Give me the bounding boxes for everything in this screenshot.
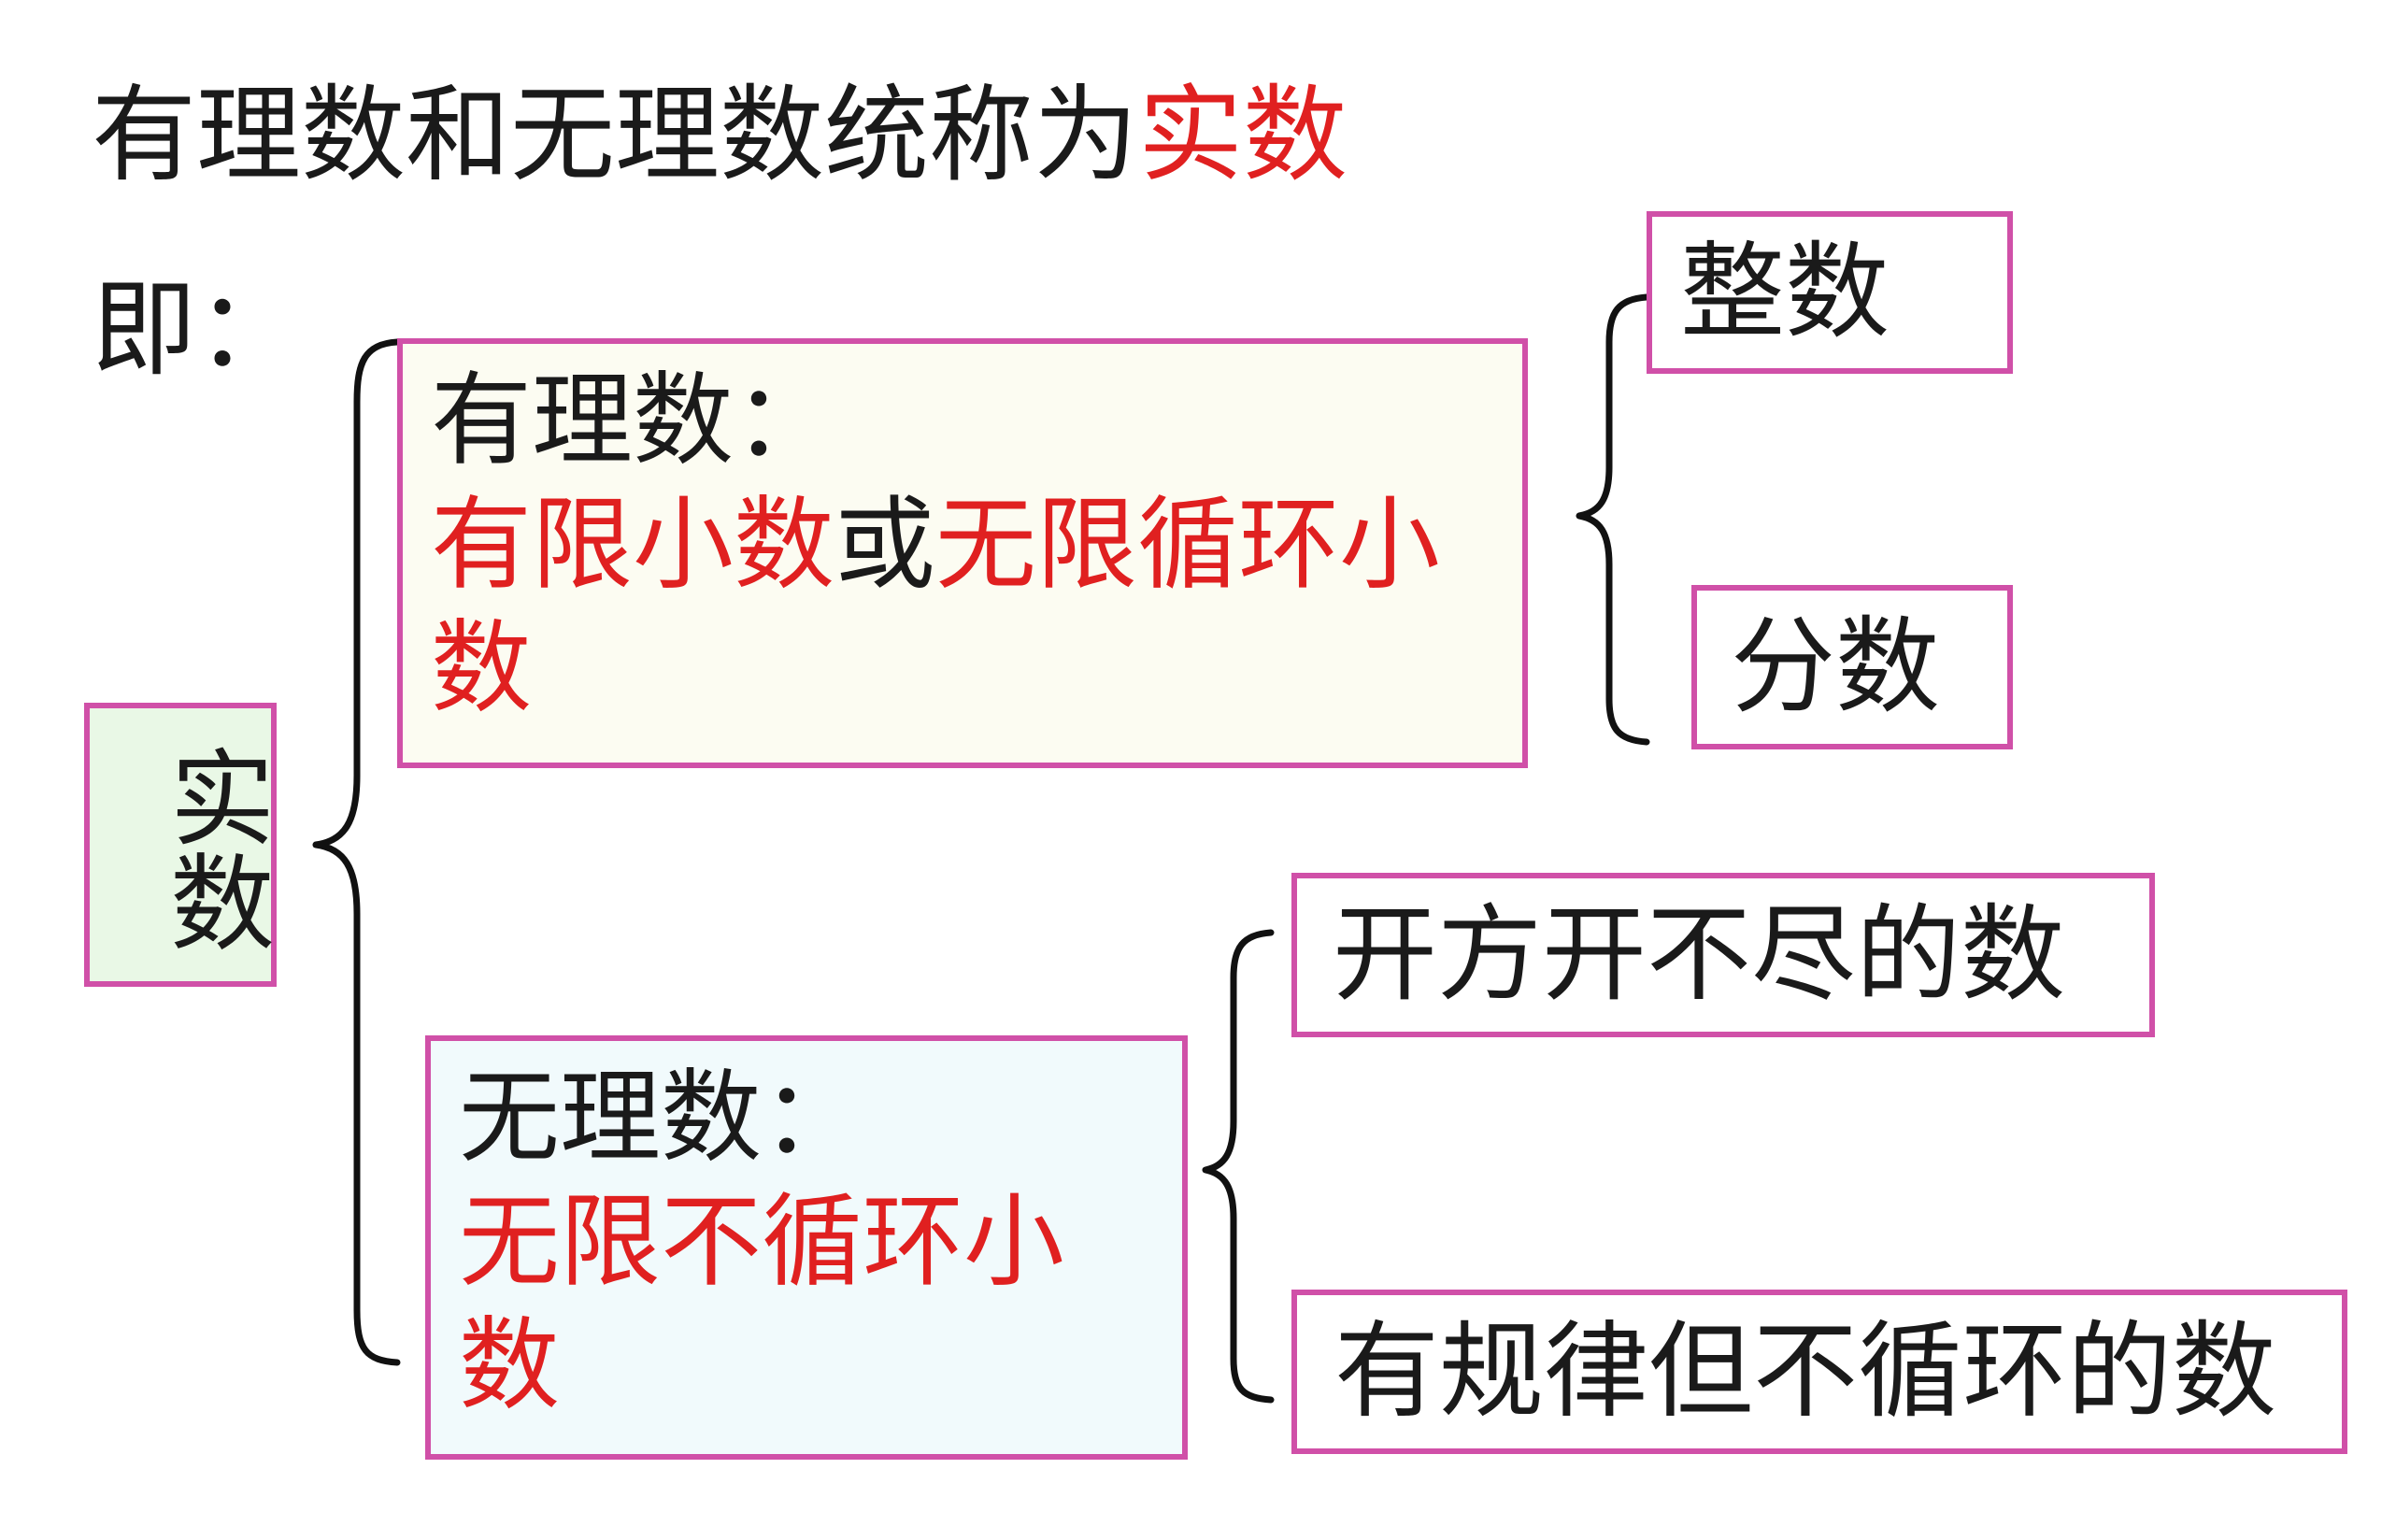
real-number-label: 实数 [152,744,274,953]
non-perfect-root-label: 开方开不尽的数 [1333,894,2065,1016]
non-perfect-root-node: 开方开不尽的数 [1291,873,2155,1037]
rational-description: 有限小数或无限循环小数 [431,484,1496,731]
rational-desc-part2: 无限循环小数 [431,487,1441,727]
title-prefix: 有理数和无理数统称为 [92,75,1138,196]
integer-label: 整数 [1680,232,1890,353]
patterned-nonrepeating-label: 有规律但不循环的数 [1334,1311,2276,1433]
page-title: 有理数和无理数统称为实数 [92,78,1348,193]
irrational-brace [1202,929,1275,1404]
irrational-description: 无限不循环小数 [459,1184,1065,1424]
irrational-number-node: 无理数： 无限不循环小数 [425,1035,1188,1460]
rational-desc-part1: 有限小数 [431,487,835,604]
irrational-heading: 无理数： [459,1060,863,1176]
patterned-nonrepeating-node: 有规律但不循环的数 [1291,1290,2347,1454]
rational-brace [1576,293,1650,746]
main-brace [312,338,401,1366]
rational-number-node: 有理数： 有限小数或无限循环小数 [397,338,1528,768]
intro-label: 即： [92,269,301,391]
fraction-label: 分数 [1731,606,1940,728]
rational-heading: 有理数： [431,363,835,479]
real-number-node: 实数 [84,703,277,987]
integer-node: 整数 [1647,211,2013,374]
title-highlight: 实数 [1138,75,1348,196]
rational-desc-connector: 或 [834,487,936,604]
fraction-node: 分数 [1691,585,2013,749]
